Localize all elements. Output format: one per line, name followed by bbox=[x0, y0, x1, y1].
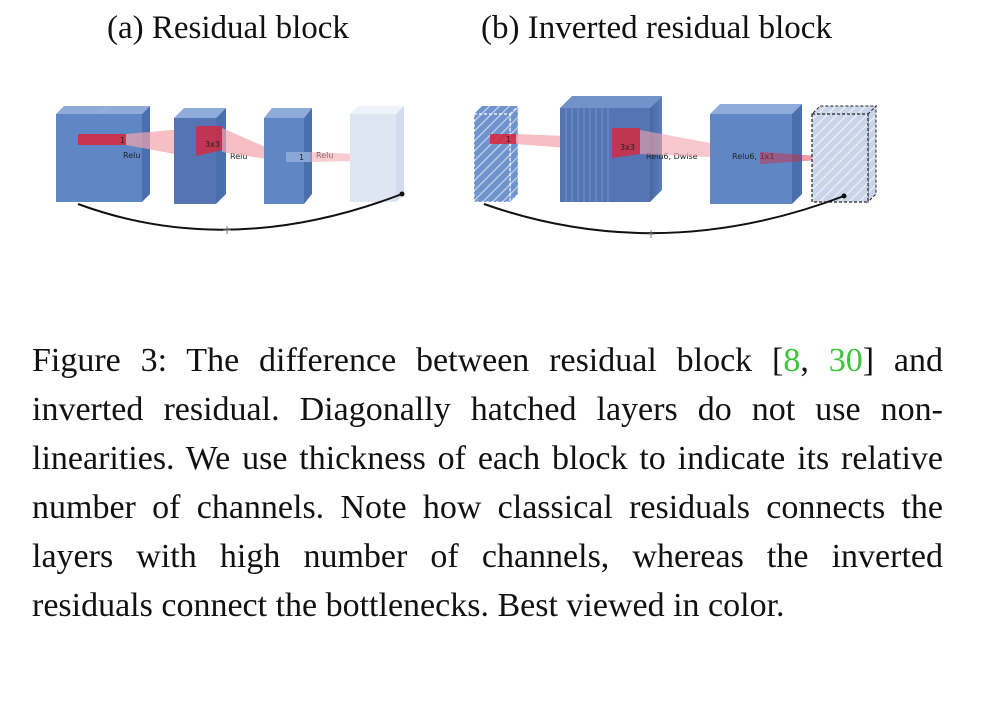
subfigure-b-title: (b) Inverted residual block bbox=[481, 10, 832, 46]
b-kernel-2-label: 3x3 bbox=[620, 143, 635, 152]
a-act-1-label: Relu bbox=[123, 151, 140, 160]
b-act-3-label: Relu6, 1x1 bbox=[732, 152, 775, 161]
inverted-residual-block-b: 1 3x3 Relu6, Dwise bbox=[473, 96, 878, 241]
b-plus-sign: + bbox=[646, 227, 656, 241]
residual-block-a: 1 Relu 3x3 Relu 1 Relu bbox=[56, 106, 405, 237]
citation-link-30[interactable]: 30 bbox=[828, 342, 863, 379]
a-kernel-3-label: 1 bbox=[299, 153, 304, 162]
b-layer-2 bbox=[560, 96, 662, 202]
a-kernel-2 bbox=[196, 126, 222, 156]
b-kernel-1 bbox=[490, 134, 516, 144]
b-beam-1 bbox=[516, 134, 566, 148]
citation-link-8[interactable]: 8 bbox=[783, 342, 801, 379]
figure-caption: Figure 3: The difference between residua… bbox=[32, 336, 943, 630]
a-layer-4 bbox=[350, 106, 404, 202]
a-layer-1 bbox=[56, 106, 150, 202]
subfigure-a-title: (a) Residual block bbox=[107, 10, 349, 46]
a-kernel-2-label: 3x3 bbox=[205, 140, 220, 149]
b-layer-3 bbox=[710, 104, 802, 204]
b-kernel-1-label: 1 bbox=[506, 135, 511, 144]
a-act-2-label: Relu bbox=[230, 152, 247, 161]
caption-text-2: ] and inverted residual. Diagonally hatc… bbox=[32, 342, 944, 624]
a-kernel-3 bbox=[286, 152, 310, 162]
b-kernel-2 bbox=[612, 128, 640, 158]
b-beam-3 bbox=[760, 152, 820, 164]
a-kernel-1-label: 1 bbox=[120, 136, 125, 145]
residual-blocks-diagram: 1 Relu 3x3 Relu 1 Relu bbox=[56, 96, 878, 241]
caption-separator: , bbox=[800, 342, 829, 379]
a-layer-2 bbox=[174, 108, 226, 204]
caption-text-1: Figure 3: The difference between residua… bbox=[32, 342, 784, 379]
b-layer-1 bbox=[473, 104, 519, 204]
b-layer-4 bbox=[810, 104, 878, 204]
a-plus-sign: + bbox=[222, 223, 232, 237]
b-skip-connection bbox=[483, 195, 845, 235]
a-kernel-1 bbox=[78, 134, 126, 145]
a-skip-connection bbox=[77, 193, 403, 231]
b-act-2-label: Relu6, Dwise bbox=[646, 152, 698, 161]
